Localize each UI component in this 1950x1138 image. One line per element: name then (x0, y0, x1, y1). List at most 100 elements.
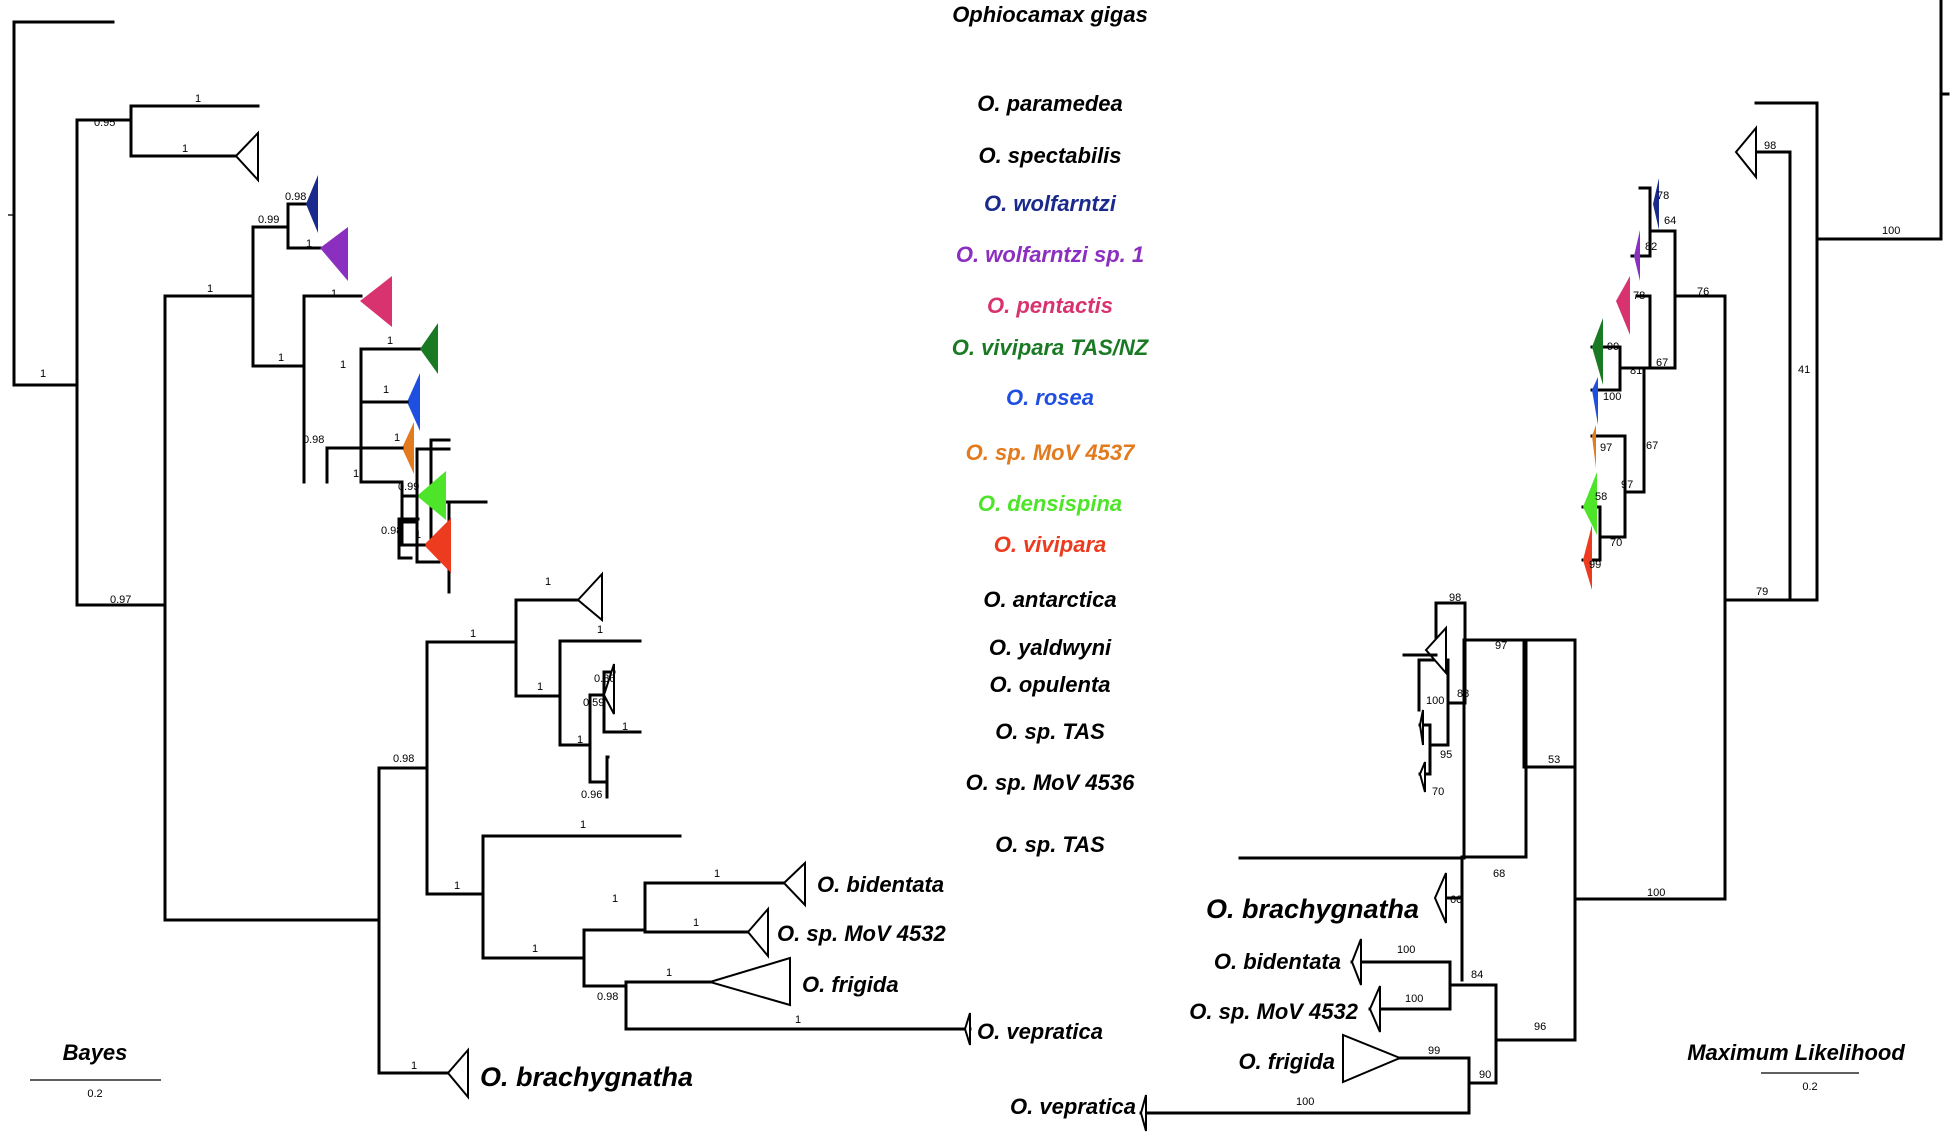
taxon-mov4537: O. sp. MoV 4537 (966, 440, 1136, 465)
ml-support: 88 (1457, 688, 1469, 700)
taxon-vivipara-tasnz: O. vivipara TAS/NZ (952, 335, 1150, 360)
bayes-support: 1 (415, 529, 421, 541)
taxon-sp-tas-1: O. sp. TAS (995, 719, 1105, 744)
bayes-support: 1 (340, 359, 346, 371)
ml-support: 84 (1471, 969, 1483, 981)
bayes-support: 0.59 (583, 697, 604, 709)
taxon-sp-tas-2: O. sp. TAS (995, 832, 1105, 857)
bayes-taxon-vepratica: O. vepratica (977, 1019, 1103, 1044)
ml-taxon-mov4532: O. sp. MoV 4532 (1189, 999, 1358, 1024)
ml-tip-labels: O. brachygnatha O. bidentata O. sp. MoV … (1010, 894, 1419, 1119)
bayes-support: 1 (580, 819, 586, 831)
ml-support: 97 (1495, 640, 1507, 652)
ml-scalebar-label: 0.2 (1802, 1081, 1817, 1093)
bayes-support: 1 (545, 576, 551, 588)
bayes-support: 0.95 (94, 117, 115, 129)
ml-taxon-frigida: O. frigida (1238, 1049, 1335, 1074)
bayes-support: 1 (795, 1014, 801, 1026)
ml-support: 100 (1296, 1096, 1314, 1108)
ml-support: 100 (1882, 225, 1900, 237)
bayes-support: 0.96 (581, 789, 602, 801)
ml-support: 81 (1630, 365, 1642, 377)
bayes-support: 1 (278, 352, 284, 364)
bayes-method-label: Bayes (63, 1040, 128, 1065)
bayes-tip-labels: O. bidentata O. sp. MoV 4532 O. frigida … (480, 872, 1103, 1092)
taxon-paramedea: O. paramedea (977, 91, 1123, 116)
ml-support-values: 98 100 41 78 64 82 76 78 67 99 81 100 67… (1296, 140, 1900, 1108)
ml-support: 67 (1646, 440, 1658, 452)
bayes-support: 1 (577, 734, 583, 746)
taxon-rosea: O. rosea (1006, 385, 1094, 410)
ml-support: 98 (1764, 140, 1776, 152)
ml-taxon-vepratica: O. vepratica (1010, 1094, 1136, 1119)
bayes-support: 1 (394, 432, 400, 444)
taxon-pentactis: O. pentactis (987, 293, 1113, 318)
bayes-support: 1 (622, 721, 628, 733)
bayes-colored-branches (302, 347, 426, 547)
bayes-support: 1 (454, 880, 460, 892)
taxon-wolfarntzi: O. wolfarntzi (984, 191, 1117, 216)
ml-support: 60 (1450, 894, 1462, 906)
ml-support: 78 (1657, 190, 1669, 202)
ml-support: 98 (1449, 592, 1461, 604)
ml-taxon-bidentata: O. bidentata (1214, 949, 1341, 974)
taxon-mov4536: O. sp. MoV 4536 (966, 770, 1135, 795)
bayes-support: 1 (470, 628, 476, 640)
bayes-support: 0.98 (597, 991, 618, 1003)
bayes-support: 1 (666, 967, 672, 979)
bayes-support: 0.98 (393, 753, 414, 765)
taxon-wolfarntzi-sp1: O. wolfarntzi sp. 1 (956, 242, 1144, 267)
taxon-outgroup: Ophiocamax gigas (952, 2, 1148, 27)
bayes-support: 0.99 (398, 481, 419, 493)
bayes-scalebar-label: 0.2 (87, 1088, 102, 1100)
bayes-taxon-frigida: O. frigida (802, 972, 899, 997)
ml-support: 64 (1664, 215, 1676, 227)
ml-support: 99 (1607, 341, 1619, 353)
ml-support: 95 (1440, 749, 1452, 761)
bayes-support: 1 (714, 868, 720, 880)
bayes-support: 0.98 (381, 525, 402, 537)
ml-support: 58 (1595, 491, 1607, 503)
taxon-opulenta: O. opulenta (990, 672, 1111, 697)
bayes-support: 1 (207, 283, 213, 295)
bayes-support: 1 (40, 368, 46, 380)
bayes-support: 0.98 (303, 434, 324, 446)
ml-taxon-brachygnatha: O. brachygnatha (1206, 894, 1419, 924)
bayes-support: 1 (411, 1060, 417, 1072)
bayes-taxon-mov4532: O. sp. MoV 4532 (777, 921, 946, 946)
ml-support: 99 (1589, 559, 1601, 571)
bayes-support: 1 (532, 943, 538, 955)
ml-support: 99 (1428, 1045, 1440, 1057)
ml-support: 78 (1633, 290, 1645, 302)
ml-support: 53 (1548, 754, 1560, 766)
ml-support: 79 (1756, 586, 1768, 598)
bayes-support: 1 (306, 238, 312, 250)
bayes-support: 1 (387, 335, 393, 347)
ml-support: 96 (1534, 1021, 1546, 1033)
ml-support: 100 (1603, 391, 1621, 403)
ml-support: 97 (1600, 442, 1612, 454)
bayes-support: 1 (597, 624, 603, 636)
bayes-support: 0.98 (285, 191, 306, 203)
ml-support: 67 (1656, 357, 1668, 369)
bayes-support: 1 (612, 893, 618, 905)
ml-support: 70 (1610, 537, 1622, 549)
bayes-taxon-bidentata: O. bidentata (817, 872, 944, 897)
ml-support: 68 (1493, 868, 1505, 880)
bayes-support: 1 (383, 384, 389, 396)
taxon-densispina: O. densispina (978, 491, 1122, 516)
taxon-spectabilis: O. spectabilis (978, 143, 1121, 168)
ml-support: 82 (1645, 241, 1657, 253)
bayes-support-values: 1 0.95 1 0.98 0.99 1 1 1 1 1 1 1 0.98 1 … (40, 93, 801, 1072)
bayes-taxon-brachygnatha: O. brachygnatha (480, 1062, 693, 1092)
ml-support: 100 (1647, 887, 1665, 899)
center-taxon-labels: Ophiocamax gigas O. paramedea O. spectab… (952, 2, 1150, 857)
bayes-support: 1 (195, 93, 201, 105)
ml-support: 100 (1405, 993, 1423, 1005)
ml-support: 41 (1798, 364, 1810, 376)
ml-support: 97 (1621, 479, 1633, 491)
ml-tree (1139, 0, 1950, 1132)
ml-support: 100 (1426, 695, 1444, 707)
